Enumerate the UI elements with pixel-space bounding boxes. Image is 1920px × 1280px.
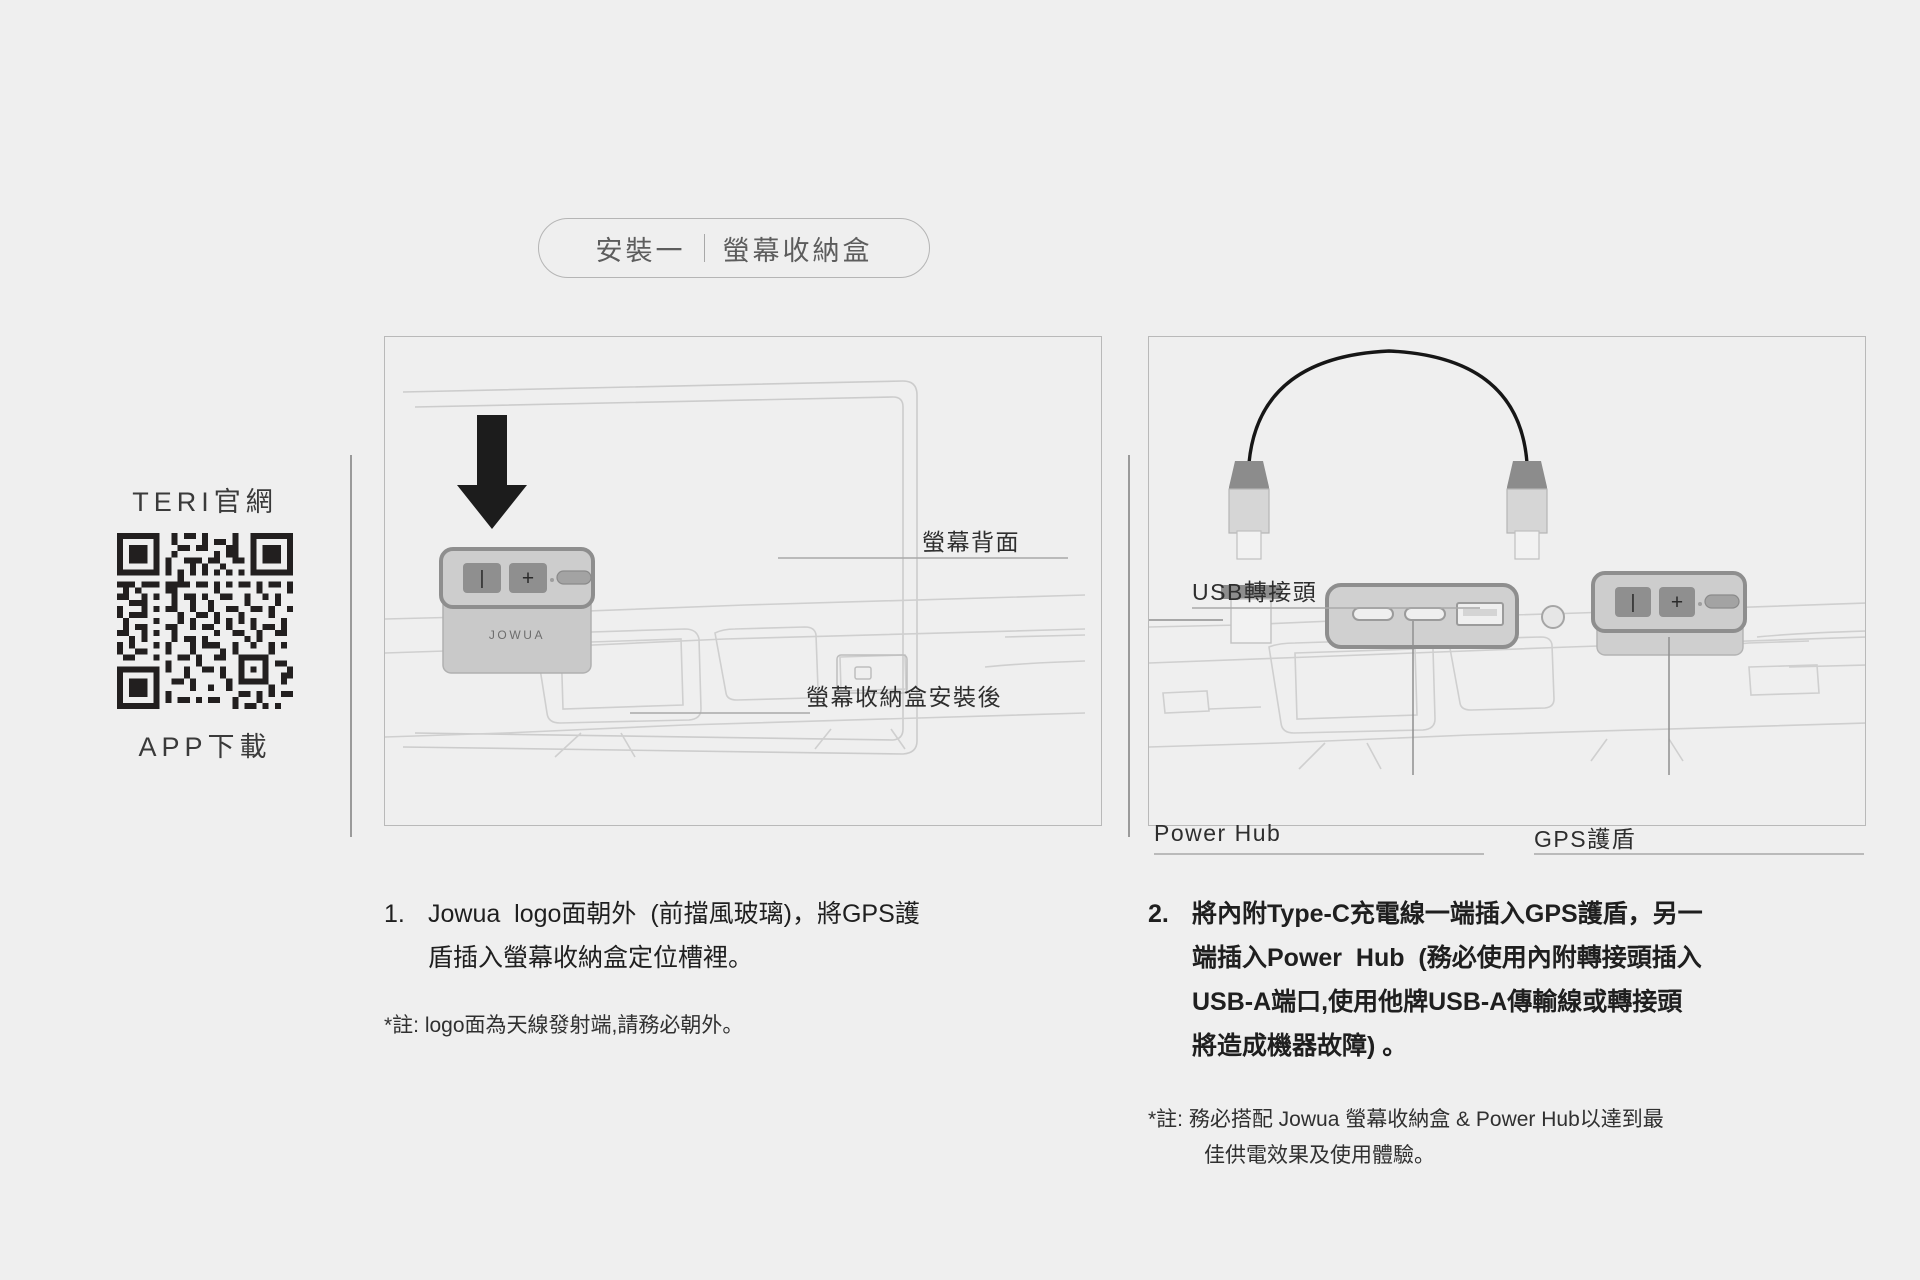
callout-leader-gps-shield [1534, 853, 1864, 855]
step-2-body: 將內附Type-C充電線一端插入GPS護盾，另一 端插入Power Hub (務… [1192, 892, 1888, 1068]
page-title-sub: 螢幕收納盒 [722, 235, 873, 266]
panel-section-divider [1128, 455, 1130, 837]
step-2-line-4: 將造成機器故障) 。 [1192, 1032, 1408, 1060]
step-1-row: 1. Jowua logo面朝外 (前擋風玻璃)，將GPS護 盾插入螢幕收納盒定… [384, 892, 1124, 980]
usb-c-connector-left [1228, 461, 1270, 560]
step-1-line-1: Jowua logo面朝外 (前擋風玻璃)，將GPS護 [428, 900, 920, 928]
callout-leader-usb-adapter [1192, 607, 1480, 609]
usb-c-connector-right [1506, 461, 1548, 560]
title-divider [703, 234, 705, 262]
power-hub-connection-illustration: | + [1149, 349, 1865, 775]
callout-usb-adapter: USB轉接頭 [1192, 579, 1318, 605]
qr-bottom-label: APP下載 [138, 732, 272, 762]
gps-shield-device-right: | + [1591, 571, 1747, 656]
page-title-pill: 安裝一 螢幕收納盒 [538, 218, 930, 278]
callout-leader-screen-back [778, 557, 1068, 559]
qr-code-icon[interactable] [117, 533, 293, 709]
usb-a-adapter [1221, 585, 1281, 644]
down-arrow-icon [457, 415, 527, 529]
power-hub-device [1325, 583, 1519, 649]
svg-text:+: + [1671, 591, 1683, 614]
callout-leader-power-hub [1154, 853, 1484, 855]
step-1-number: 1. [384, 900, 405, 928]
callout-screen-back: 螢幕背面 [922, 529, 1020, 555]
illustration-panel-right: | + [1148, 336, 1866, 826]
svg-text:|: | [1631, 592, 1636, 613]
svg-text:JOWUA: JOWUA [489, 628, 545, 642]
step-2-number: 2. [1148, 900, 1169, 928]
instruction-block-step-1: 1. Jowua logo面朝外 (前擋風玻璃)，將GPS護 盾插入螢幕收納盒定… [384, 892, 1124, 1044]
step-1-note: *註: logo面為天線發射端,請務必朝外。 [384, 1014, 744, 1037]
instruction-block-step-2: 2. 將內附Type-C充電線一端插入GPS護盾，另一 端插入Power Hub… [1148, 892, 1888, 1174]
screen-storage-box-install-illustration: | + JOWUA [385, 380, 1086, 758]
qr-top-label: TERI官網 [132, 487, 278, 517]
gps-shield-device: | + JOWUA [439, 547, 595, 674]
step-1-body: Jowua logo面朝外 (前擋風玻璃)，將GPS護 盾插入螢幕收納盒定位槽裡… [428, 892, 1124, 980]
svg-text:+: + [522, 567, 534, 590]
svg-text:|: | [480, 568, 485, 589]
step-2-line-2: 端插入Power Hub (務必使用內附轉接頭插入 [1192, 944, 1702, 972]
illustration-panel-left: | + JOWUA [384, 336, 1102, 826]
usb-c-cable [1247, 349, 1529, 464]
round-button-icon [1541, 605, 1565, 629]
step-1-line-2: 盾插入螢幕收納盒定位槽裡。 [428, 944, 754, 972]
page-title-main: 安裝一 [595, 235, 686, 266]
callout-leader-after-install [630, 712, 810, 714]
step-2-line-1: 將內附Type-C充電線一端插入GPS護盾，另一 [1192, 900, 1703, 928]
callout-gps-shield: GPS護盾 [1534, 826, 1637, 852]
qr-code-block: TERI官網 [100, 480, 310, 764]
step-2-row: 2. 將內附Type-C充電線一端插入GPS護盾，另一 端插入Power Hub… [1148, 892, 1888, 1068]
callout-power-hub: Power Hub [1154, 820, 1282, 846]
step-2-note-line-1: *註: 務必搭配 Jowua 螢幕收納盒 & Power Hub以達到最 [1148, 1108, 1664, 1131]
callout-after-install: 螢幕收納盒安裝後 [806, 684, 1002, 710]
qr-section-divider [350, 455, 352, 837]
step-2-line-3: USB-A端口,使用他牌USB-A傳輸線或轉接頭 [1192, 988, 1683, 1016]
step-2-note-line-2: 佳供電效果及使用體驗。 [1204, 1144, 1435, 1167]
